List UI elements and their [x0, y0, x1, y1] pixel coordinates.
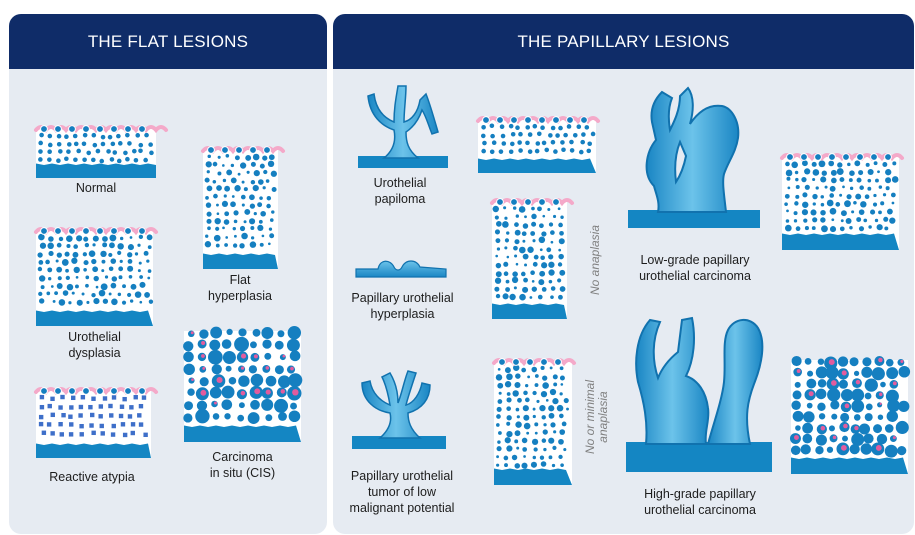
urothelial-dysplasia-label-line1: Urothelial [36, 329, 153, 345]
low-grade-label-line2: urothelial carcinoma [620, 268, 770, 284]
papilloma-epithelium-illustration [478, 113, 596, 173]
flat-hyperplasia-label-line1: Flat [195, 272, 285, 288]
high-grade-label: High-grade papillary urothelial carcinom… [625, 486, 775, 518]
flat-hyperplasia-label: Flat hyperplasia [195, 272, 285, 304]
urothelial-dysplasia-label-line2: dysplasia [36, 345, 153, 361]
papillary-hyperplasia-label: Papillary urothelial hyperplasia [340, 290, 465, 322]
papillary-hyperplasia-structure [356, 255, 446, 277]
punlmp-structure [352, 363, 446, 449]
reactive-atypia-illustration [36, 384, 151, 458]
papillary-hyperplasia-label-line1: Papillary urothelial [340, 290, 465, 306]
carcinoma-in-situ-illustration [184, 325, 301, 442]
punlmp-label-line1: Papillary urothelial [337, 468, 467, 484]
low-grade-label: Low-grade papillary urothelial carcinoma [620, 252, 770, 284]
flat-hyperplasia-illustration [203, 143, 278, 269]
carcinoma-in-situ-label-line2: in situ (CIS) [184, 465, 301, 481]
high-grade-label-line1: High-grade papillary [625, 486, 775, 502]
minimal-anaplasia-label: No or minimal anaplasia [584, 357, 612, 477]
minimal-anaplasia-epithelium-illustration [494, 355, 572, 485]
high-grade-carcinoma-structure [626, 312, 772, 472]
carcinoma-in-situ-label: Carcinoma in situ (CIS) [184, 449, 301, 481]
urothelial-dysplasia-illustration [36, 224, 153, 326]
papilloma-label-line1: Urothelial [350, 175, 450, 191]
no-anaplasia-label: No anaplasia [589, 210, 603, 310]
papilloma-label: Urothelial papiloma [350, 175, 450, 207]
normal-label: Normal [36, 180, 156, 196]
low-grade-carcinoma-structure [628, 82, 760, 228]
flat-hyperplasia-label-line2: hyperplasia [195, 288, 285, 304]
high-grade-epithelium-illustration [791, 354, 908, 474]
minimal-anaplasia-label-line2: anaplasia [597, 357, 610, 477]
urothelial-dysplasia-label: Urothelial dysplasia [36, 329, 153, 361]
papillary-hyperplasia-label-line2: hyperplasia [340, 306, 465, 322]
punlmp-label-line2: tumor of low [337, 484, 467, 500]
carcinoma-in-situ-label-line1: Carcinoma [184, 449, 301, 465]
punlmp-label: Papillary urothelial tumor of low malign… [337, 468, 467, 516]
normal-tissue-illustration [36, 122, 156, 178]
high-grade-label-line2: urothelial carcinoma [625, 502, 775, 518]
papillary-lesions-title: THE PAPILLARY LESIONS [333, 14, 914, 69]
no-anaplasia-epithelium-illustration [492, 195, 567, 319]
low-grade-label-line1: Low-grade papillary [620, 252, 770, 268]
papilloma-label-line2: papiloma [350, 191, 450, 207]
low-grade-epithelium-illustration [782, 150, 899, 250]
flat-lesions-title: THE FLAT LESIONS [9, 14, 327, 69]
urothelial-papilloma-structure [358, 78, 448, 170]
punlmp-label-line3: malignant potential [337, 500, 467, 516]
reactive-atypia-label: Reactive atypia [22, 469, 162, 485]
